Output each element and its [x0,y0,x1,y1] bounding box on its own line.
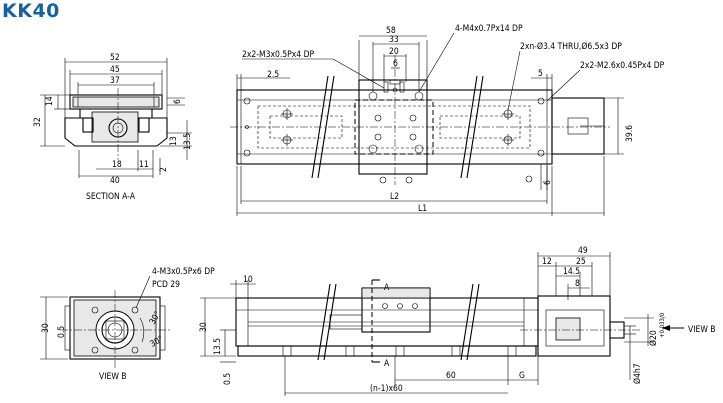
dim-14-5: 14.5 [563,267,580,277]
section-a-a-view: 52 45 37 14 32 6 13 13.5 2 [33,53,193,202]
dim-6-bottom: 6 [543,180,553,185]
dim-12: 12 [542,257,552,267]
dim-2: 2 [159,167,169,172]
dim-30-view-b: 30 [41,323,51,333]
dim-14: 14 [45,96,55,106]
note-m3-view-b: 4-M3x0.5Px6 DP [152,267,215,277]
note-m3-end: 2x2-M3x0.5Px4 DP [242,50,314,60]
dim-d20: Ø20 [648,330,659,346]
dim-58: 58 [386,26,396,36]
section-a-a-label: SECTION A-A [86,192,136,202]
dim-39-6: 39.6 [625,125,635,142]
dim-30-side: 30 [199,322,209,332]
dim-tolerance: +0.033/0 [659,312,666,338]
dim-2-5: 2.5 [267,70,279,80]
note-m4-holes: 4-M4x0.7Px14 DP [455,24,523,34]
dim-13: 13 [169,136,179,146]
note-pcd: PCD 29 [152,280,180,290]
dim-8: 8 [575,279,580,289]
note-m2-holes: 2x2-M2.6x0.45Px4 DP [580,61,665,71]
dim-6-top: 6 [393,59,398,69]
section-mark-a-top: A [384,283,390,293]
top-view: 58 33 20 6 4-M4x0.7Px14 DP 2x2-M3x0.5Px4… [230,24,665,216]
view-b-label: VIEW B [99,372,127,382]
dim-37: 37 [110,76,120,86]
page-title: KK40 [2,0,60,22]
dim-49: 49 [578,246,588,256]
dim-G: G [519,371,525,381]
section-mark-a-bottom: A [384,359,390,369]
dim-60: 60 [446,371,456,381]
dim-40: 40 [110,176,120,186]
dim-d4h7: Ø4h7 [632,363,643,384]
dim-33: 33 [389,35,399,45]
dim-L1: L1 [418,204,427,214]
dim-11: 11 [139,160,149,170]
dim-52: 52 [110,53,120,63]
dim-5: 5 [538,69,543,79]
dim-45: 45 [110,65,120,75]
dim-0-5-view-b: 0.5 [57,326,67,338]
view-b-arrow-label: VIEW B [688,325,716,335]
dim-13-5-side: 13.5 [213,338,223,355]
dim-pitch: (n-1)x60 [370,384,403,394]
dim-20: 20 [389,47,399,57]
dim-6: 6 [173,99,183,104]
dim-0-5-side: 0.5 [223,373,233,385]
dim-25: 25 [576,257,586,267]
note-thru-holes: 2xn-Ø3.4 THRU,Ø6.5x3 DP [520,41,622,52]
dim-18: 18 [112,160,122,170]
dim-13-5: 13.5 [183,133,193,150]
dim-32: 32 [33,117,43,127]
side-view: A A 10 30 13.5 0.5 49 12 25 14.5 8 [199,246,716,396]
view-b: 4-M3x0.5Px6 DP PCD 29 30° 30° 30 0.5 VIE… [40,267,215,382]
dim-10: 10 [243,275,253,285]
dim-L2: L2 [390,192,399,202]
